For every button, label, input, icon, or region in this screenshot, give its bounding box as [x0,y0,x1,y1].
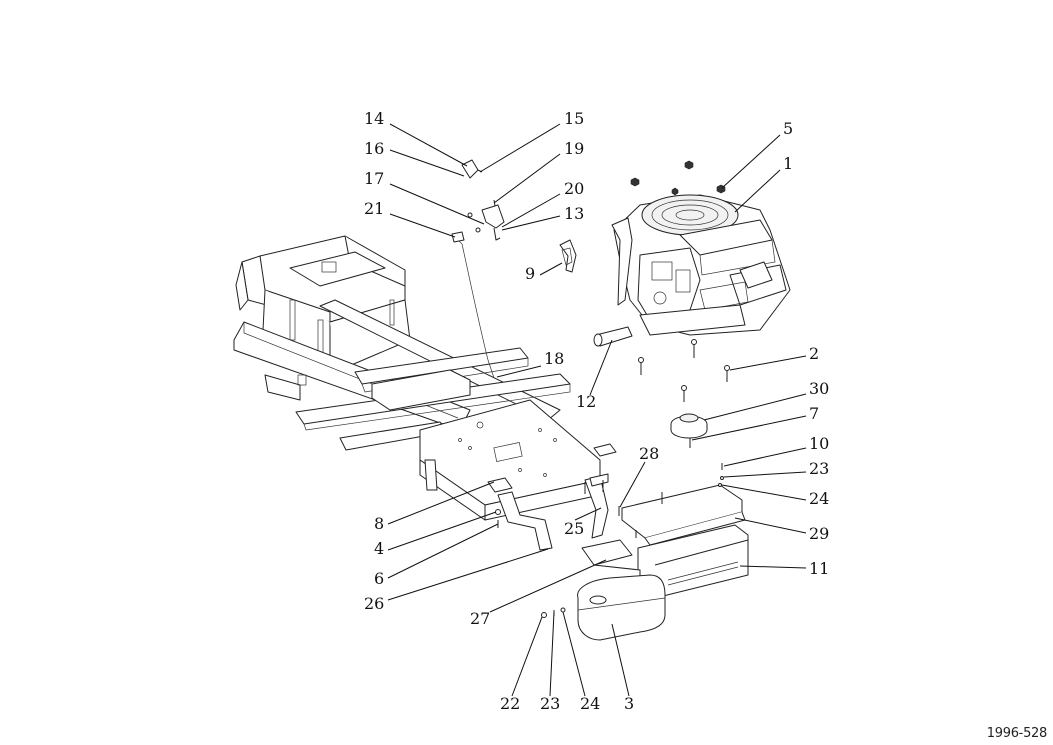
callout-17: 17 [364,169,384,188]
callout-labels: 14 16 17 21 15 19 20 13 9 5 1 18 12 2 30… [364,109,829,713]
callout-24-lower: 24 [580,694,600,713]
throttle-control [451,159,505,379]
callout-5: 5 [783,119,793,138]
callout-6: 6 [374,569,384,588]
callout-8: 8 [374,514,384,533]
callout-7: 7 [809,404,819,423]
spacer-tube [593,326,633,347]
callout-25: 25 [564,519,584,538]
callout-21: 21 [364,199,384,218]
callout-13: 13 [564,204,584,223]
callout-28: 28 [639,444,659,463]
callout-29: 29 [809,524,829,543]
figure-code: 1996-528 [986,726,1048,741]
callout-11: 11 [809,559,829,578]
callout-1: 1 [783,154,793,173]
callout-9: 9 [525,264,535,283]
callout-3: 3 [624,694,634,713]
tractor-frame [233,235,617,521]
callout-14: 14 [364,109,384,128]
callout-2: 2 [809,344,819,363]
callout-15: 15 [564,109,584,128]
callout-leaders [387,123,807,697]
callout-16: 16 [364,139,384,158]
pulley [670,413,708,448]
callout-10: 10 [809,434,829,453]
callout-26: 26 [364,594,384,613]
fuel-tank-assembly [541,463,749,641]
callout-20: 20 [564,179,584,198]
engine [611,160,791,402]
callout-4: 4 [374,539,384,558]
callout-12: 12 [576,392,596,411]
callout-22: 22 [500,694,520,713]
callout-23-lower: 23 [540,694,560,713]
callout-27: 27 [470,609,490,628]
callout-30: 30 [809,379,829,398]
callout-18: 18 [544,349,564,368]
callout-23-upper: 23 [809,459,829,478]
handle [559,239,577,273]
callout-24-upper: 24 [809,489,829,508]
callout-19: 19 [564,139,584,158]
